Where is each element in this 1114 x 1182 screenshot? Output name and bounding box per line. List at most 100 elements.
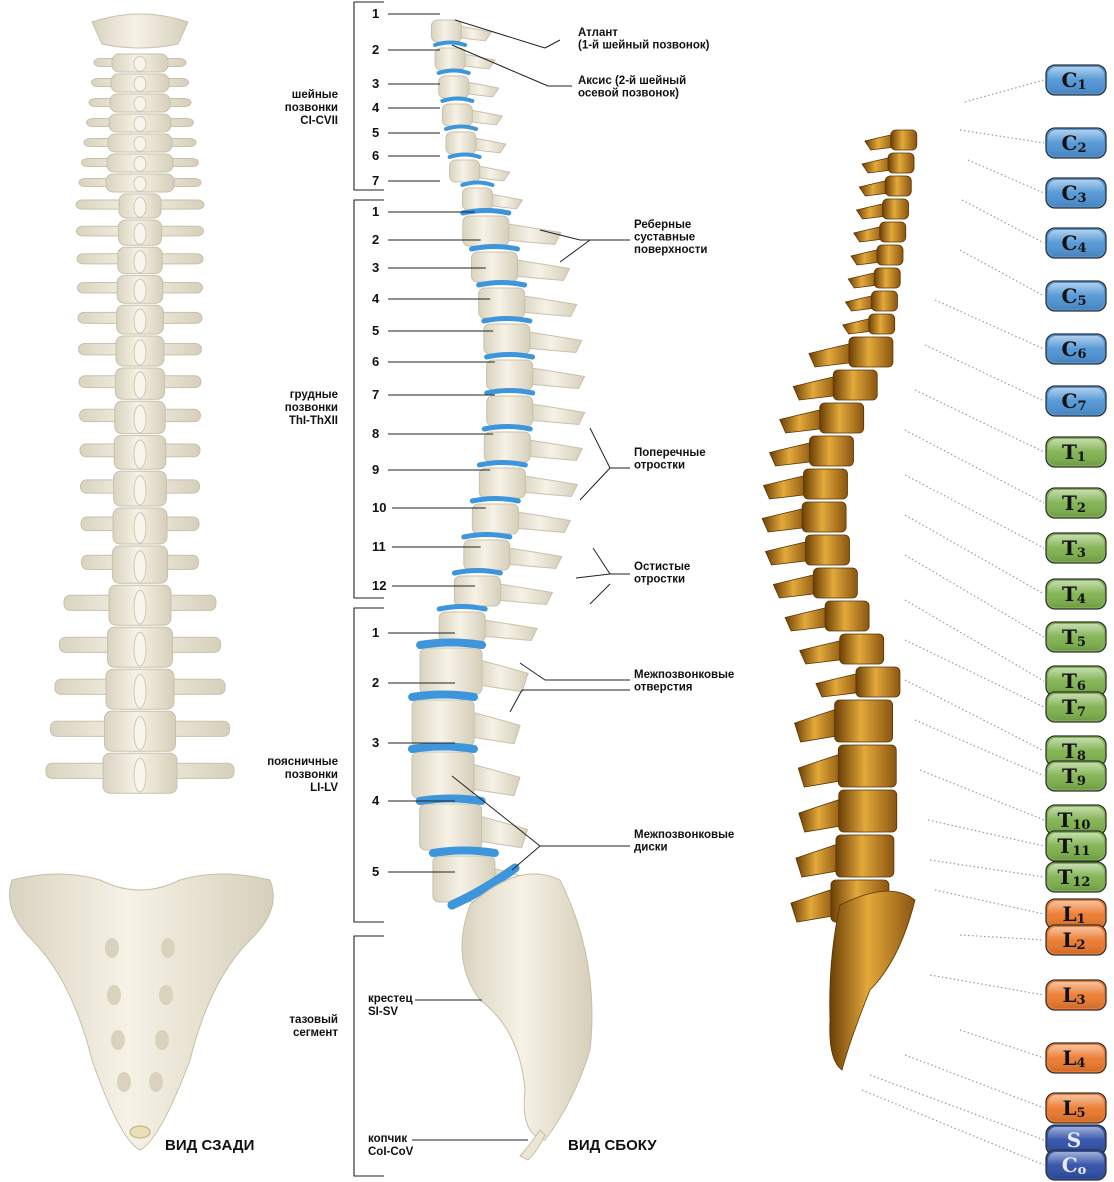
- annotation-costal-line: Реберные: [634, 219, 691, 231]
- vertebra-number-cervical: 1: [372, 6, 379, 21]
- badge-connector: [905, 475, 1044, 548]
- gold-process: [765, 541, 809, 565]
- posterior-spinous-process: [134, 476, 146, 505]
- lateral-vertebra-body: [412, 700, 474, 746]
- gold-vertebra: [871, 291, 897, 311]
- gold-process: [770, 442, 814, 466]
- view-side-label: ВИД СБОКУ: [568, 1137, 657, 1154]
- coccyx-label-line: CoI-CoV: [368, 1146, 414, 1158]
- badge-sub: 3: [1077, 191, 1086, 206]
- gold-vertebra: [833, 370, 877, 400]
- region-label-thoracic-line: позвонки: [285, 402, 338, 414]
- badge-connector: [905, 555, 1044, 637]
- intervertebral-disc: [412, 695, 474, 698]
- sacral-foramen: [105, 938, 119, 958]
- posterior-spinous-process: [134, 251, 146, 273]
- badge-letter: T: [1058, 808, 1073, 832]
- gold-process: [796, 843, 840, 877]
- badge-l2: L2: [1046, 925, 1106, 955]
- lateral-process: [478, 816, 528, 848]
- badge-connector: [968, 160, 1044, 193]
- vertebra-number-cervical: 4: [372, 100, 380, 115]
- badge-c4: C4: [1046, 228, 1106, 258]
- annotation-foramina: Межпозвонковыеотверстия: [634, 669, 734, 694]
- badge-l4: L4: [1046, 1043, 1106, 1073]
- intervertebral-disc: [433, 851, 495, 854]
- annotation-leader: [560, 240, 590, 262]
- lateral-process: [526, 440, 582, 461]
- vertebra-number-thoracic: 7: [372, 387, 379, 402]
- badge-t11: T11: [1046, 831, 1106, 861]
- intervertebral-disc: [487, 391, 533, 394]
- lateral-process: [468, 110, 502, 125]
- badge-sub: 5: [1077, 294, 1086, 309]
- badge-connector: [915, 390, 1044, 452]
- badge-letter: T: [1062, 536, 1077, 560]
- posterior-spinous-process: [134, 716, 146, 750]
- coccyx-label: копчикCoI-CoV: [368, 1133, 414, 1158]
- lateral-process: [472, 138, 506, 153]
- badge-connector: [960, 1030, 1044, 1058]
- badge-connector: [960, 130, 1044, 143]
- gold-vertebra: [880, 222, 906, 242]
- vertebra-number-lumbar: 5: [372, 864, 379, 879]
- gold-process: [800, 640, 844, 664]
- lateral-vertebra-body: [464, 540, 510, 570]
- annotation-foramina-line: Межпозвонковые: [634, 669, 734, 681]
- vertebra-number-thoracic: 2: [372, 232, 379, 247]
- sacral-foramen: [111, 1030, 125, 1050]
- gold-vertebra: [849, 337, 893, 367]
- gold-vertebra: [825, 601, 869, 631]
- badge-connector: [935, 300, 1044, 349]
- badge-sub: 9: [1077, 774, 1086, 789]
- vertebra-number-lumbar: 1: [372, 625, 379, 640]
- lateral-process: [514, 512, 570, 533]
- badge-connector: [920, 770, 1044, 820]
- region-label-cervical-line: CI-CVII: [300, 115, 338, 127]
- annotation-spinous: Остистыеотростки: [634, 561, 690, 586]
- sacral-foramen: [149, 1072, 163, 1092]
- badge-c1: C1: [1046, 65, 1106, 95]
- lateral-process: [481, 620, 537, 641]
- badge-c5: C5: [1046, 281, 1106, 311]
- view-back-label: ВИД СЗАДИ: [165, 1137, 254, 1154]
- lateral-vertebra-body: [479, 288, 525, 318]
- badge-letter: C: [1062, 337, 1078, 361]
- region-label-lumbar: поясничныепозвонкиLI-LV: [267, 756, 338, 794]
- lateral-process: [521, 476, 577, 497]
- intervertebral-disc: [484, 427, 530, 430]
- badge-connector: [905, 640, 1044, 707]
- badge-c3: C3: [1046, 178, 1106, 208]
- lateral-vertebra-body: [439, 612, 485, 642]
- lateral-process: [505, 224, 561, 245]
- sacral-foramen: [155, 1030, 169, 1050]
- lateral-process: [457, 26, 491, 41]
- badge-sub: 1: [1077, 450, 1086, 465]
- posterior-spinous-process: [134, 440, 146, 468]
- lateral-coccyx: [520, 1130, 545, 1160]
- posterior-spinous-process: [134, 551, 146, 582]
- badge-sub: 4: [1077, 241, 1086, 256]
- badge-sub: 6: [1077, 347, 1086, 362]
- annotation-spinous-line: отростки: [634, 574, 685, 586]
- annotation-leader: [593, 548, 610, 574]
- vertebra-number-thoracic: 6: [372, 354, 379, 369]
- badge-connector: [930, 975, 1044, 995]
- badge-label: S: [1067, 1128, 1081, 1152]
- gold-process: [857, 203, 887, 219]
- lateral-process: [465, 82, 499, 97]
- annotation-axis-line: осевой позвонок): [578, 88, 679, 100]
- badge-connector: [915, 720, 1044, 776]
- region-label-lumbar-line: позвонки: [285, 769, 338, 781]
- badge-connector: [928, 820, 1044, 846]
- badge-sub: 12: [1072, 875, 1090, 890]
- vertebra-number-thoracic: 3: [372, 260, 379, 275]
- gold-vertebra: [838, 745, 896, 787]
- gold-process: [809, 343, 853, 367]
- bracket-lumbar: [354, 608, 384, 922]
- annotation-leader: [512, 846, 540, 870]
- sacrum-label-line: крестец: [368, 993, 413, 1005]
- annotation-discs-line: Межпозвонковые: [634, 829, 734, 841]
- badge-sub: 7: [1077, 399, 1086, 414]
